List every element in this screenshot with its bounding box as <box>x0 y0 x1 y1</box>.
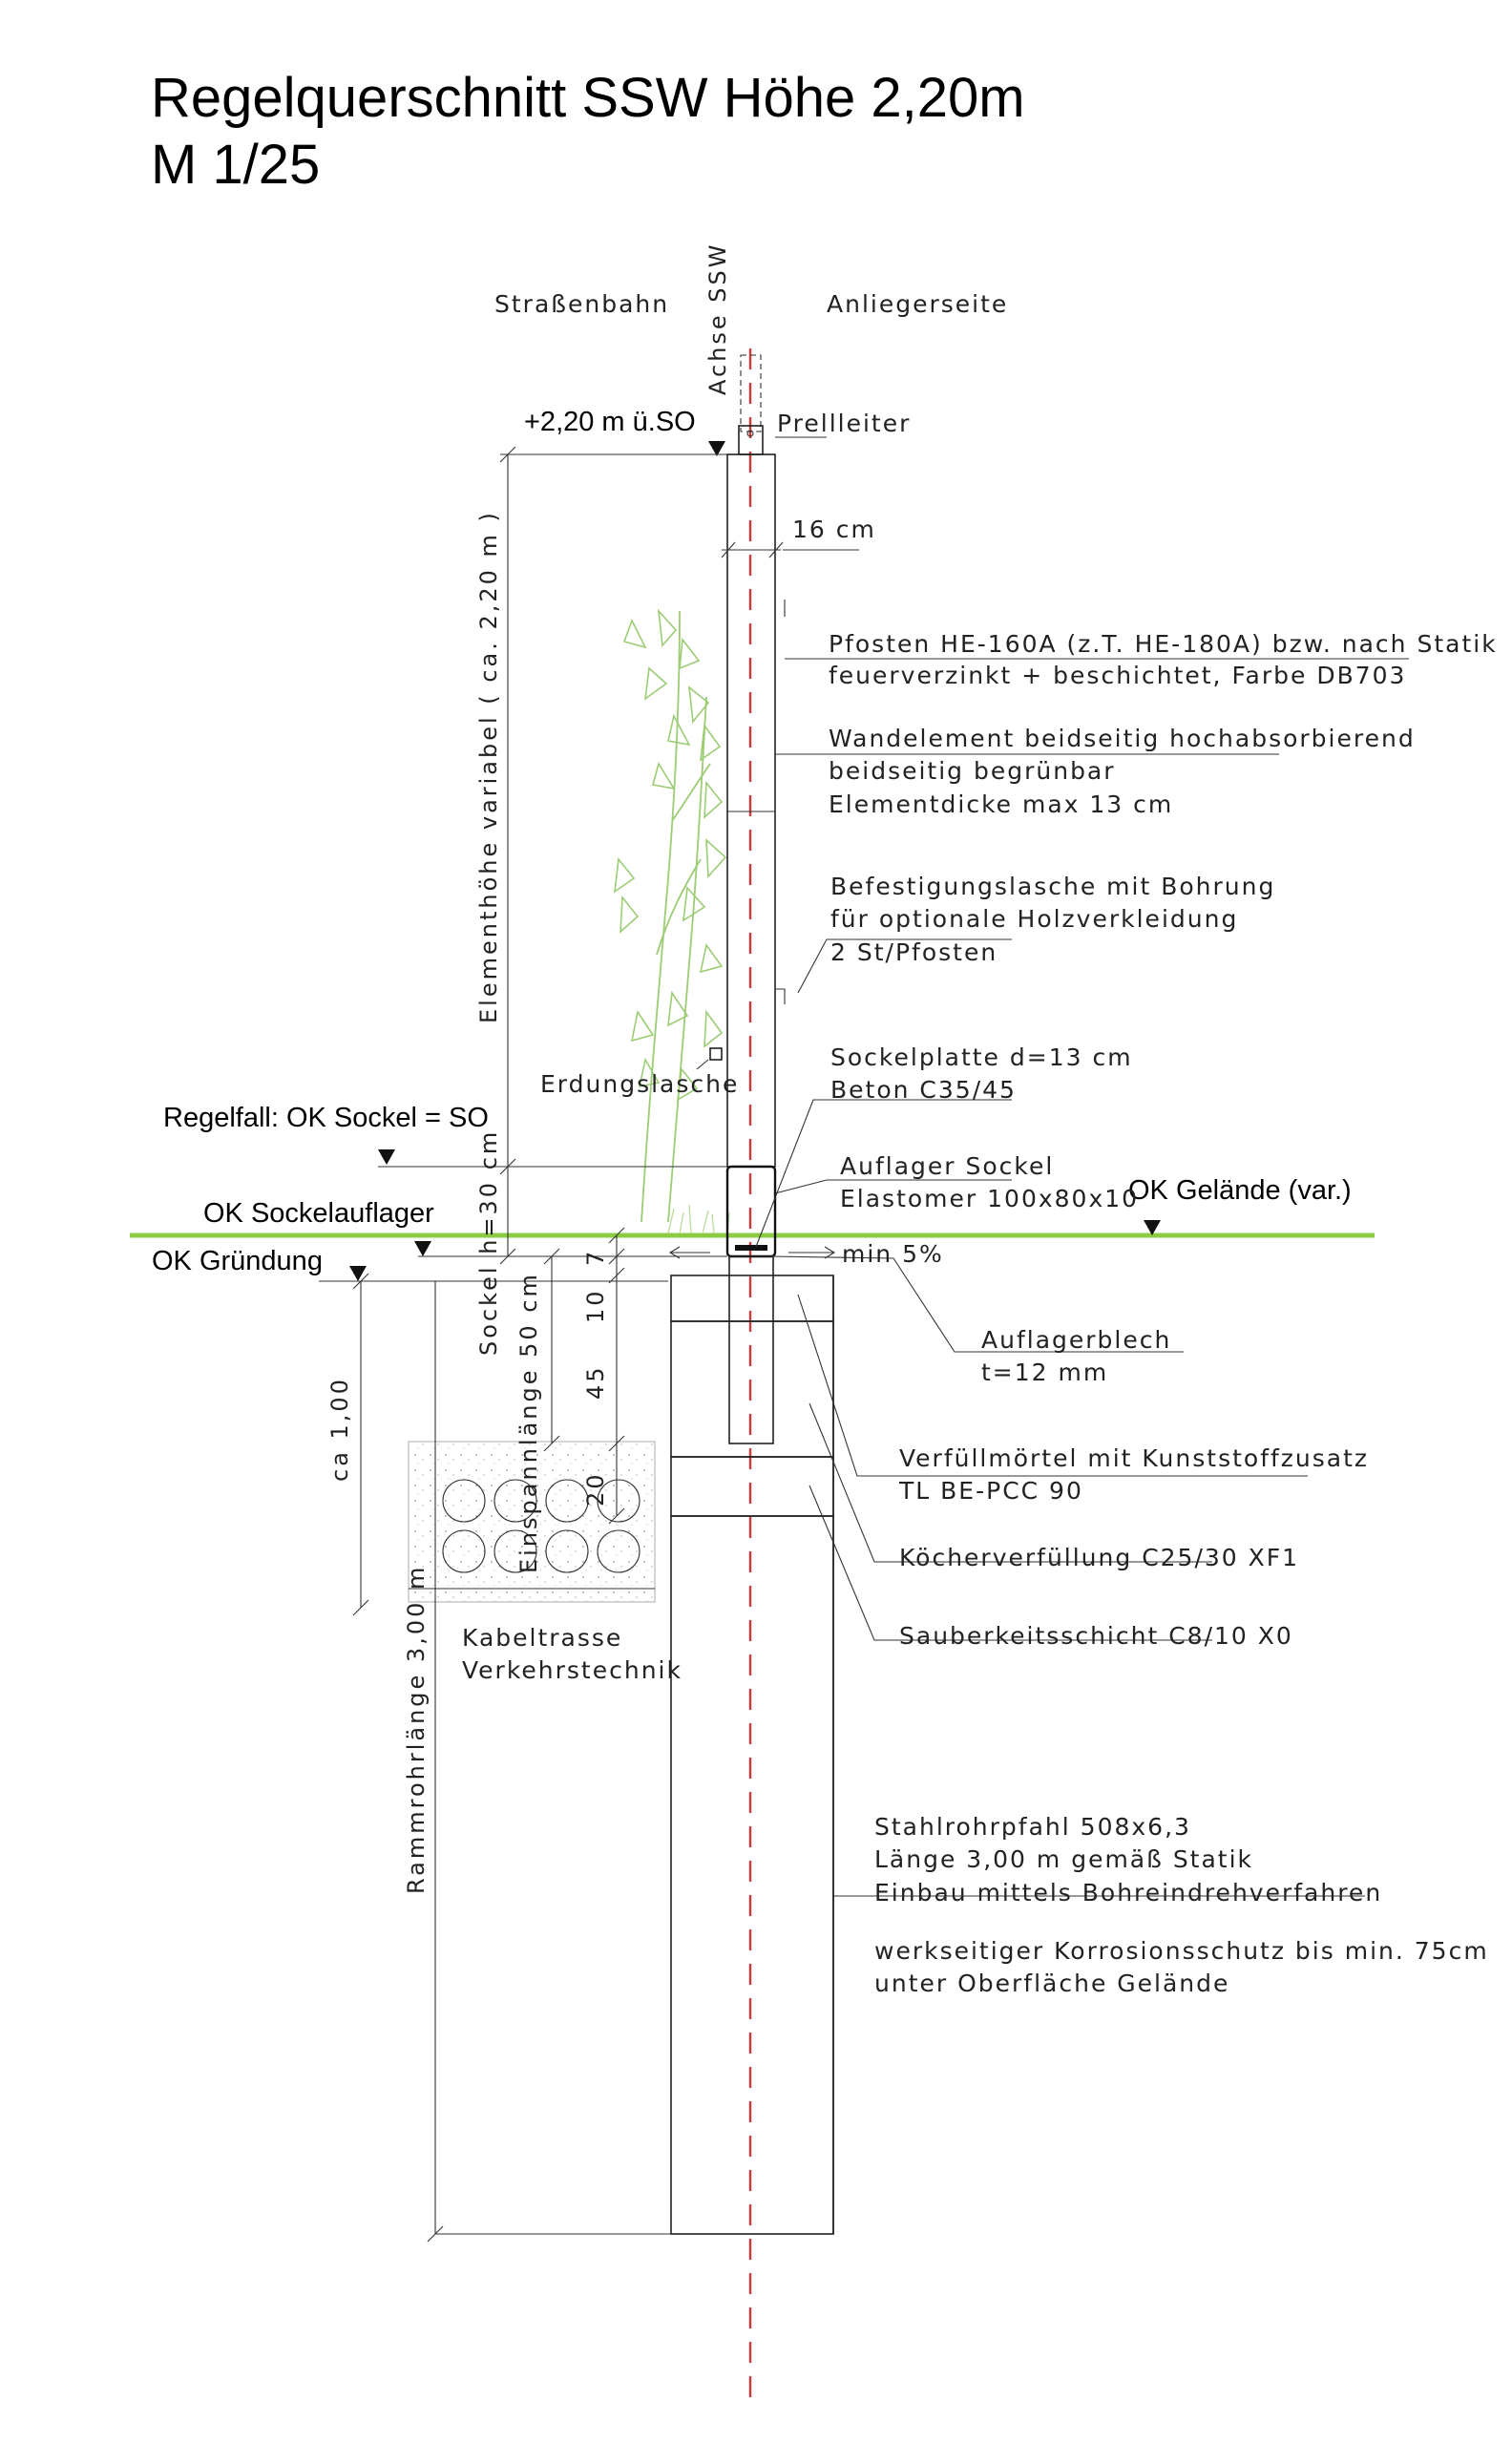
label-pfosten-2: feuerverzinkt + beschichtet, Farbe DB703 <box>829 662 1406 689</box>
post-assembly <box>709 354 786 1444</box>
level-top-label: +2,20 m ü.SO <box>524 407 696 437</box>
label-pfosten-1: Pfosten HE-160A (z.T. HE-180A) bzw. nach… <box>829 630 1498 658</box>
label-verfuellmoertel-1: Verfüllmörtel mit Kunststoffzusatz <box>899 1444 1369 1472</box>
label-befestigung-3: 2 St/Pfosten <box>830 938 998 966</box>
label-auflagerblech-1: Auflagerblech <box>981 1326 1171 1354</box>
label-stahlrohr-1: Stahlrohrpfahl 508x6,3 <box>874 1813 1191 1841</box>
label-korrosion-1: werkseitiger Korrosionsschutz bis min. 7… <box>874 1937 1489 1965</box>
label-wandelement-3: Elementdicke max 13 cm <box>829 790 1173 818</box>
label-wandelement-2: beidseitig begrünbar <box>829 757 1116 785</box>
label-stahlrohr-2: Länge 3,00 m gemäß Statik <box>874 1845 1253 1873</box>
level-gruendung-label: OK Gründung <box>152 1246 323 1276</box>
dim-element-height: Elementhöhe variabel ( ca. 2,20 m ) <box>475 510 502 1023</box>
title-line-2: M 1/25 <box>151 134 320 196</box>
label-kabeltrasse-2: Verkehrstechnik <box>462 1656 682 1684</box>
label-korrosion-2: unter Oberfläche Gelände <box>874 1970 1229 1997</box>
label-kabeltrasse-1: Kabeltrasse <box>462 1624 622 1652</box>
dim-sockel-height: Sockel h=30 cm <box>475 1129 502 1356</box>
level-markers <box>319 441 1161 1282</box>
title-line-1: Regelquerschnitt SSW Höhe 2,20m <box>151 67 1025 129</box>
dim-7: 7 <box>582 1249 609 1266</box>
right-side-label: Anliegerseite <box>827 290 1008 318</box>
label-erdung: Erdungslasche <box>540 1070 739 1098</box>
dim-20: 20 <box>582 1471 609 1506</box>
dimension-lines <box>352 446 859 2243</box>
label-befestigung-1: Befestigungslasche mit Bohrung <box>830 873 1275 900</box>
label-sauberkeit: Sauberkeitsschicht C8/10 X0 <box>899 1622 1293 1650</box>
cable-conduit <box>408 1441 656 1603</box>
label-sockelplatte-1: Sockelplatte d=13 cm <box>830 1043 1133 1071</box>
label-wandelement-1: Wandelement beidseitig hochabsorbierend <box>829 725 1416 752</box>
leader-lines <box>696 436 1409 1897</box>
label-koecher: Köcherverfüllung C25/30 XF1 <box>899 1544 1299 1571</box>
level-sockelauflager-label: OK Sockelauflager <box>203 1198 434 1229</box>
label-stahlrohr-3: Einbau mittels Bohreindrehverfahren <box>874 1879 1382 1907</box>
label-auflagerblech-2: t=12 mm <box>981 1359 1108 1386</box>
label-befestigung-2: für optionale Holzverkleidung <box>830 905 1238 933</box>
dim-10: 10 <box>582 1288 609 1323</box>
label-verfuellmoertel-2: TL BE-PCC 90 <box>898 1477 1083 1505</box>
dim-width-16: 16 cm <box>792 516 876 543</box>
label-auflager-1: Auflager Sockel <box>840 1152 1054 1180</box>
plant-sketch <box>613 608 730 1234</box>
dim-ca-1-00: ca 1,00 <box>326 1377 353 1482</box>
label-auflager-2: Elastomer 100x80x10 <box>840 1185 1139 1212</box>
level-regelfall-label: Regelfall: OK Sockel = SO <box>163 1103 489 1133</box>
label-sockelplatte-2: Beton C35/45 <box>830 1076 1017 1104</box>
dim-einspannlaenge: Einspannlänge 50 cm <box>515 1272 542 1573</box>
axis-label: Achse SSW <box>704 242 731 396</box>
dim-rammrohrlaenge: Rammrohrlänge 3,00 m <box>403 1565 430 1894</box>
dim-slope: min 5% <box>842 1240 944 1268</box>
label-prellleiter: Prellleiter <box>777 410 911 437</box>
level-gelaende-label: OK Gelände (var.) <box>1128 1175 1352 1206</box>
dim-45: 45 <box>582 1364 609 1400</box>
foundation <box>670 1275 834 2235</box>
left-side-label: Straßenbahn <box>494 290 669 318</box>
